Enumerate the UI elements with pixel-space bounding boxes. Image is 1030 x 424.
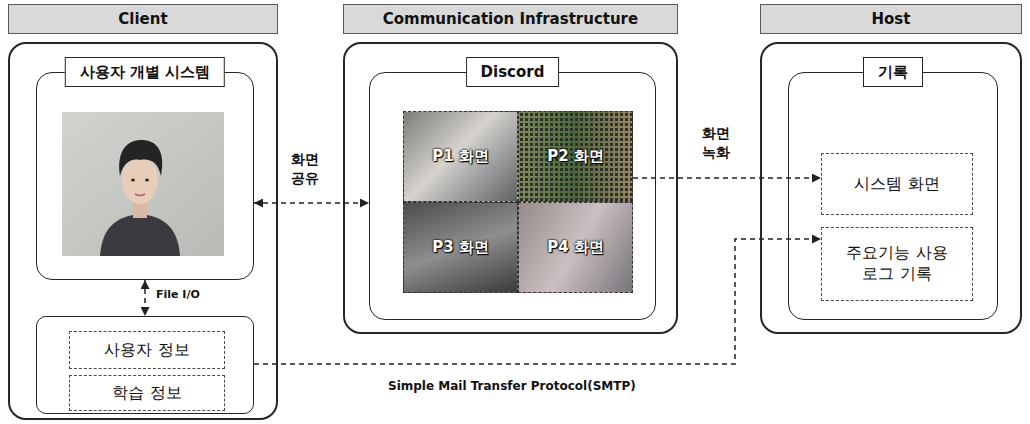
- dashed-connector: [633, 177, 821, 179]
- region-panel: 시스템 화면주요기능 사용 로그 기록기록Host: [760, 42, 1022, 334]
- system-box: 사용자 개별 시스템: [36, 72, 254, 280]
- system-box: P1 화면P2 화면P3 화면P4 화면Discord: [369, 72, 656, 320]
- region-panel: P1 화면P2 화면P3 화면P4 화면DiscordCommunication…: [343, 42, 678, 334]
- screen-tile: P2 화면: [518, 111, 633, 202]
- dashed-connector: [254, 202, 369, 204]
- box-title: Discord: [466, 57, 560, 87]
- screen-tile: P4 화면: [518, 202, 633, 293]
- eye: [131, 179, 135, 182]
- edge-label: 화면 공유: [287, 150, 323, 188]
- data-box: 시스템 화면: [821, 153, 973, 215]
- box-label: 시스템 화면: [854, 174, 939, 195]
- dashed-connector: [144, 280, 146, 316]
- edge-label: 화면 녹화: [697, 124, 735, 162]
- photo-ground: [62, 112, 224, 256]
- box-label: 학습 정보: [112, 383, 181, 404]
- box-label: P1 화면: [432, 147, 489, 166]
- screen-tile: P1 화면: [403, 111, 518, 202]
- box-title: 사용자 개별 시스템: [65, 57, 225, 87]
- system-box: 시스템 화면주요기능 사용 로그 기록기록: [788, 72, 998, 320]
- edge-label: Simple Mail Transfer Protocol(SMTP): [388, 378, 636, 394]
- box-label: P3 화면: [432, 238, 489, 257]
- region-panel: 사용자 개별 시스템사용자 정보학습 정보Client: [8, 42, 278, 420]
- data-box: 주요기능 사용 로그 기록: [821, 227, 973, 301]
- column-header: Communication Infrastructure: [343, 4, 678, 34]
- shirt: [100, 214, 180, 256]
- hair: [119, 140, 162, 176]
- screen-tile: P3 화면: [403, 202, 518, 293]
- user-photo: [62, 112, 224, 256]
- mouth: [135, 194, 145, 196]
- box-label: P4 화면: [547, 238, 604, 257]
- box-label: P2 화면: [547, 147, 604, 166]
- face: [122, 156, 158, 204]
- storage-box: 사용자 정보학습 정보: [36, 316, 254, 414]
- data-box: 사용자 정보: [69, 331, 225, 369]
- edge-label: File I/O: [156, 288, 200, 303]
- box-title: 기록: [863, 57, 923, 87]
- box-label: 주요기능 사용 로그 기록: [836, 243, 958, 285]
- data-box: 학습 정보: [69, 375, 225, 411]
- box-label: 사용자 정보: [104, 340, 189, 361]
- column-header: Host: [760, 4, 1022, 34]
- column-header: Client: [8, 4, 278, 34]
- eye: [145, 179, 149, 182]
